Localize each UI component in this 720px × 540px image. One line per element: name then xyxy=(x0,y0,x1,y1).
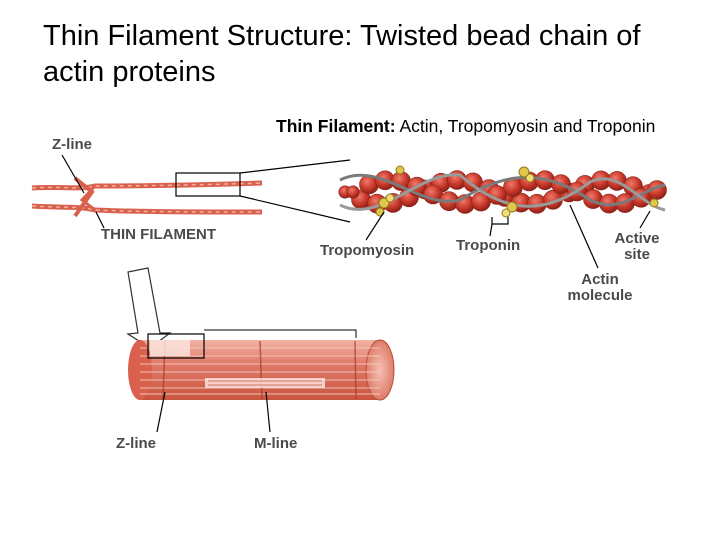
label-tropomyosin: Tropomyosin xyxy=(320,242,415,259)
zoom-box xyxy=(175,172,241,197)
label-thin-filament: THIN FILAMENT xyxy=(101,226,216,243)
zoom-line-top xyxy=(239,159,351,174)
z-line-bottom-pointer xyxy=(156,391,166,433)
label-m-line: M-line xyxy=(254,435,298,452)
label-active-site-line1: Active xyxy=(614,230,660,247)
m-line-pointer xyxy=(265,391,271,433)
actin-bead xyxy=(346,185,360,199)
label-actin-molecule-line2: molecule xyxy=(567,287,633,304)
subtitle-bold: Thin Filament: xyxy=(276,116,396,136)
actin-bead-chain xyxy=(338,170,667,214)
label-actin-molecule: Actin molecule xyxy=(562,272,638,304)
thin-filament-pointer xyxy=(95,211,105,229)
label-active-site-line2: site xyxy=(624,246,650,263)
troponin-complexes xyxy=(375,165,659,218)
tropomyosin-pointer xyxy=(365,211,385,241)
zoom-arrow xyxy=(126,267,172,349)
troponin-pointer xyxy=(489,223,493,237)
diagram-subtitle: Thin Filament: Actin, Tropomyosin and Tr… xyxy=(276,116,655,137)
label-troponin: Troponin xyxy=(456,237,521,254)
zoom-line-bottom xyxy=(239,195,351,223)
muscle-fiber xyxy=(128,339,395,401)
actin-molecule-pointer xyxy=(569,204,599,269)
label-actin-molecule-line1: Actin xyxy=(581,271,619,288)
label-z-line-top: Z-line xyxy=(52,136,92,153)
z-line-pointer xyxy=(61,154,85,194)
troponin-bracket xyxy=(491,217,509,225)
label-z-line-bottom: Z-line xyxy=(116,435,156,452)
small-thin-filament xyxy=(31,176,263,218)
fiber-bracket xyxy=(204,329,357,338)
subtitle-rest: Actin, Tropomyosin and Troponin xyxy=(395,116,656,136)
slide-title: Thin Filament Structure: Twisted bead ch… xyxy=(43,20,641,88)
label-active-site: Active site xyxy=(611,231,663,263)
active-site-pointer xyxy=(639,210,651,229)
fiber-zoom-box xyxy=(147,333,205,359)
